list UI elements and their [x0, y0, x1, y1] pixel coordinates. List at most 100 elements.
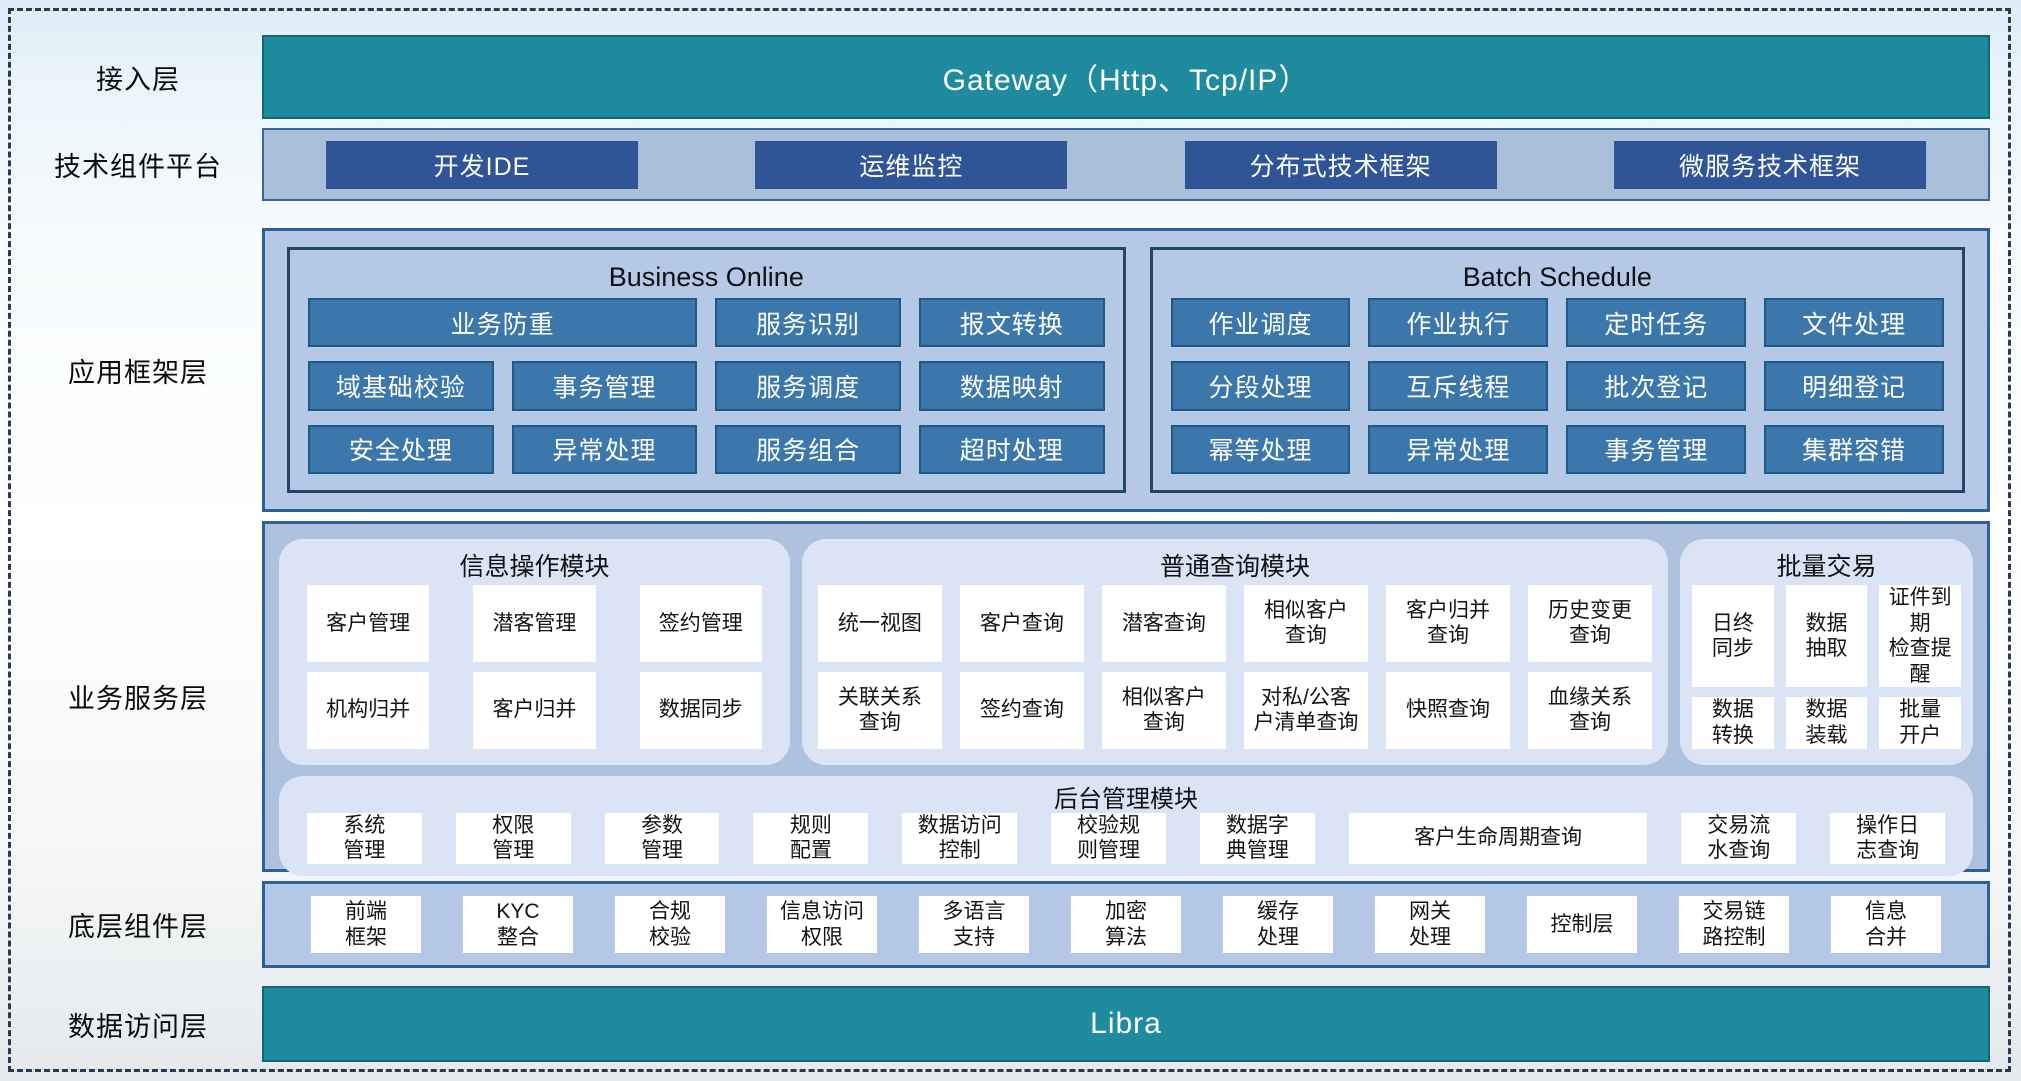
framework-block: 作业调度: [1170, 298, 1351, 348]
framework-block: 服务调度: [715, 361, 901, 411]
framework-block: 事务管理: [511, 361, 698, 411]
business-online-title: Business Online: [608, 261, 804, 292]
framework-block: 事务管理: [1566, 424, 1747, 474]
base-cell: 信息 合并: [1831, 896, 1941, 953]
service-cell: 机构归并: [307, 671, 430, 749]
tech-platform-block: 开发IDE: [326, 140, 638, 189]
layer-label-base: 底层组件层: [68, 912, 208, 942]
service-cell: 证件到期 检查提醒: [1879, 585, 1961, 688]
layer-label-data: 数据访问层: [68, 1011, 208, 1042]
service-cell: 签约查询: [959, 671, 1084, 749]
admin-cell: 数据访问 控制: [902, 812, 1018, 864]
tech-platform-row: 开发IDE 运维监控 分布式技术框架 微服务技术框架: [262, 128, 1990, 201]
base-cell: KYC 整合: [463, 896, 573, 953]
framework-block: 互斥线程: [1368, 361, 1549, 411]
service-cell: 相似客户 查询: [1101, 671, 1226, 749]
base-cell: 缓存 处理: [1223, 896, 1333, 953]
access-layer-row: Gateway（Http、Tcp/IP）: [262, 35, 1990, 119]
framework-block: 异常处理: [1368, 424, 1549, 474]
admin-cell: 客户生命周期查询: [1348, 812, 1648, 864]
framework-block: 安全处理: [308, 424, 494, 474]
service-cell: 数据 转换: [1692, 697, 1774, 749]
framework-block: 异常处理: [511, 424, 698, 474]
service-cell: 对私/公客 户清单查询: [1243, 671, 1368, 749]
batch-schedule-group: Batch Schedule 作业调度作业执行定时任务文件处理 分段处理互斥线程…: [1149, 247, 1965, 493]
batch-schedule-title: Batch Schedule: [1462, 261, 1652, 292]
batch-trade-module: 批量交易 日终 同步数据 抽取证件到期 检查提醒数据 转换数据 装载批量 开户: [1680, 539, 1973, 765]
app-framework-panel: Business Online 业务防重服务识别报文转换 域基础校验事务管理服务…: [262, 228, 1990, 512]
general-query-title: 普通查询模块: [1159, 553, 1310, 581]
base-cell: 交易链 路控制: [1679, 896, 1789, 953]
framework-block: 数据映射: [918, 361, 1105, 411]
framework-block: 超时处理: [918, 424, 1105, 474]
service-cell: 潜客查询: [1101, 585, 1226, 662]
framework-block: 域基础校验: [308, 361, 494, 411]
framework-block: 作业执行: [1368, 298, 1549, 348]
admin-cell: 参数 管理: [604, 812, 720, 864]
framework-block: 批次登记: [1566, 361, 1747, 411]
business-online-grid: 业务防重服务识别报文转换 域基础校验事务管理服务调度数据映射 安全处理异常处理服…: [308, 298, 1105, 476]
admin-module-title: 后台管理模块: [1054, 786, 1198, 814]
base-cell: 合规 校验: [615, 896, 725, 953]
admin-cell: 操作日 志查询: [1830, 812, 1945, 864]
libra-bar: Libra: [262, 986, 1990, 1062]
framework-block: 分段处理: [1170, 361, 1351, 411]
service-cell: 日终 同步: [1692, 585, 1774, 688]
admin-cell: 数据字 典管理: [1199, 812, 1315, 864]
app-framework-row: Business Online 业务防重服务识别报文转换 域基础校验事务管理服务…: [262, 228, 1990, 512]
business-service-panel: 信息操作模块 客户管理潜客管理签约管理机构归并客户归并数据同步 普通查询模块 统…: [262, 521, 1990, 876]
service-cell: 统一视图: [817, 585, 942, 662]
framework-block: 报文转换: [918, 298, 1105, 348]
admin-cell: 交易流 水查询: [1681, 812, 1797, 864]
gateway-bar: Gateway（Http、Tcp/IP）: [262, 35, 1990, 119]
service-cell: 快照查询: [1385, 671, 1510, 749]
framework-block: 定时任务: [1566, 298, 1747, 348]
admin-cell: 规则 配置: [753, 812, 869, 864]
service-cell: 数据 装载: [1785, 697, 1868, 749]
service-cell: 关联关系 查询: [817, 671, 942, 749]
data-access-row: Libra: [262, 986, 1990, 1062]
framework-block: 服务识别: [715, 298, 901, 348]
base-cell: 前端 框架: [311, 896, 421, 953]
service-cell: 历史变更 查询: [1527, 585, 1652, 662]
batch-schedule-grid: 作业调度作业执行定时任务文件处理 分段处理互斥线程批次登记明细登记 幂等处理异常…: [1170, 298, 1945, 476]
framework-block: 集群容错: [1764, 424, 1945, 474]
framework-block: 幂等处理: [1170, 424, 1351, 474]
framework-block: 文件处理: [1764, 298, 1945, 348]
tech-platform-block: 微服务技术框架: [1613, 140, 1926, 189]
framework-block: 明细登记: [1764, 361, 1945, 411]
business-service-row: 信息操作模块 客户管理潜客管理签约管理机构归并客户归并数据同步 普通查询模块 统…: [262, 521, 1990, 876]
admin-module: 后台管理模块 系统 管理权限 管理参数 管理规则 配置数据访问 控制校验规 则管…: [279, 775, 1973, 876]
service-cell: 潜客管理: [473, 585, 596, 662]
tech-platform-block: 运维监控: [755, 140, 1068, 189]
base-cell: 信息访问 权限: [767, 896, 877, 953]
admin-cell: 系统 管理: [307, 812, 422, 864]
framework-block: 服务组合: [715, 424, 901, 474]
tech-platform-panel: 开发IDE 运维监控 分布式技术框架 微服务技术框架: [262, 128, 1990, 201]
base-cell: 多语言 支持: [919, 896, 1029, 953]
base-cell: 网关 处理: [1375, 896, 1485, 953]
layer-label-framework: 应用框架层: [68, 357, 208, 388]
base-component-row: 前端 框架 KYC 整合合规 校验信息访问 权限多语言 支持加密 算法缓存 处理网…: [262, 881, 1990, 968]
admin-cell: 校验规 则管理: [1051, 812, 1166, 864]
service-cell: 客户归并 查询: [1385, 585, 1510, 662]
admin-cell: 权限 管理: [455, 812, 571, 864]
batch-trade-title: 批量交易: [1776, 553, 1877, 581]
service-cell: 客户归并: [473, 671, 596, 749]
base-cell: 控制层: [1527, 896, 1637, 953]
base-cell: 加密 算法: [1071, 896, 1181, 953]
service-cell: 签约管理: [639, 585, 762, 662]
service-cell: 数据同步: [639, 671, 762, 749]
service-cell: 批量 开户: [1879, 697, 1961, 749]
general-query-module: 普通查询模块 统一视图客户查询潜客查询相似客户 查询 客户归并 查询历史变更 查询…: [801, 539, 1668, 765]
service-cell: 血缘关系 查询: [1527, 671, 1652, 749]
service-cell: 客户管理: [307, 585, 430, 662]
info-operation-title: 信息操作模块: [459, 553, 610, 581]
layer-label-access: 接入层: [96, 64, 180, 95]
service-modules-row: 信息操作模块 客户管理潜客管理签约管理机构归并客户归并数据同步 普通查询模块 统…: [279, 539, 1973, 765]
tech-platform-block: 分布式技术框架: [1184, 140, 1497, 189]
layer-label-service: 业务服务层: [68, 684, 208, 714]
service-cell: 数据 抽取: [1785, 585, 1868, 688]
service-cell: 客户查询: [959, 585, 1084, 662]
